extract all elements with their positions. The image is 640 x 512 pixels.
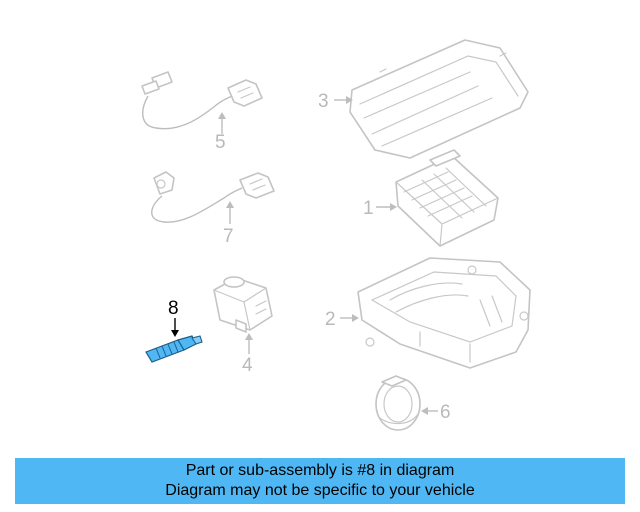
- svg-text:3: 3: [318, 91, 329, 112]
- callout-3: 3: [318, 91, 353, 112]
- callout-7: 7: [223, 201, 234, 247]
- part-4-ignition-coil[interactable]: [213, 276, 273, 333]
- callout-8: 8: [168, 298, 179, 337]
- callout-6: 6: [421, 402, 451, 423]
- callout-1: 1: [363, 198, 397, 219]
- svg-text:4: 4: [242, 355, 253, 376]
- banner-line-1: Part or sub-assembly is #8 in diagram: [185, 462, 455, 479]
- part-5-sensor-cable[interactable]: [141, 71, 263, 130]
- part-1-control-unit[interactable]: [395, 149, 499, 247]
- banner-line-2: Diagram may not be specific to your vehi…: [165, 482, 475, 499]
- callout-5: 5: [215, 112, 226, 153]
- callout-2: 2: [325, 309, 359, 330]
- callout-4: 4: [242, 333, 253, 376]
- svg-text:5: 5: [215, 132, 226, 153]
- svg-text:1: 1: [363, 198, 374, 219]
- part-8-highlighted[interactable]: [145, 335, 203, 363]
- svg-text:2: 2: [325, 309, 336, 330]
- part-3-module-cover[interactable]: [349, 39, 529, 159]
- svg-text:6: 6: [440, 402, 451, 423]
- part-7-sensor-cable[interactable]: [151, 171, 275, 223]
- part-2-housing-tray[interactable]: [357, 257, 531, 369]
- parts-diagram: 5 7 3 1: [141, 39, 531, 431]
- svg-text:8: 8: [168, 298, 179, 319]
- part-6-clamp-ring[interactable]: [375, 375, 421, 431]
- svg-text:7: 7: [223, 226, 234, 247]
- info-banner: Part or sub-assembly is #8 in diagram Di…: [15, 458, 625, 504]
